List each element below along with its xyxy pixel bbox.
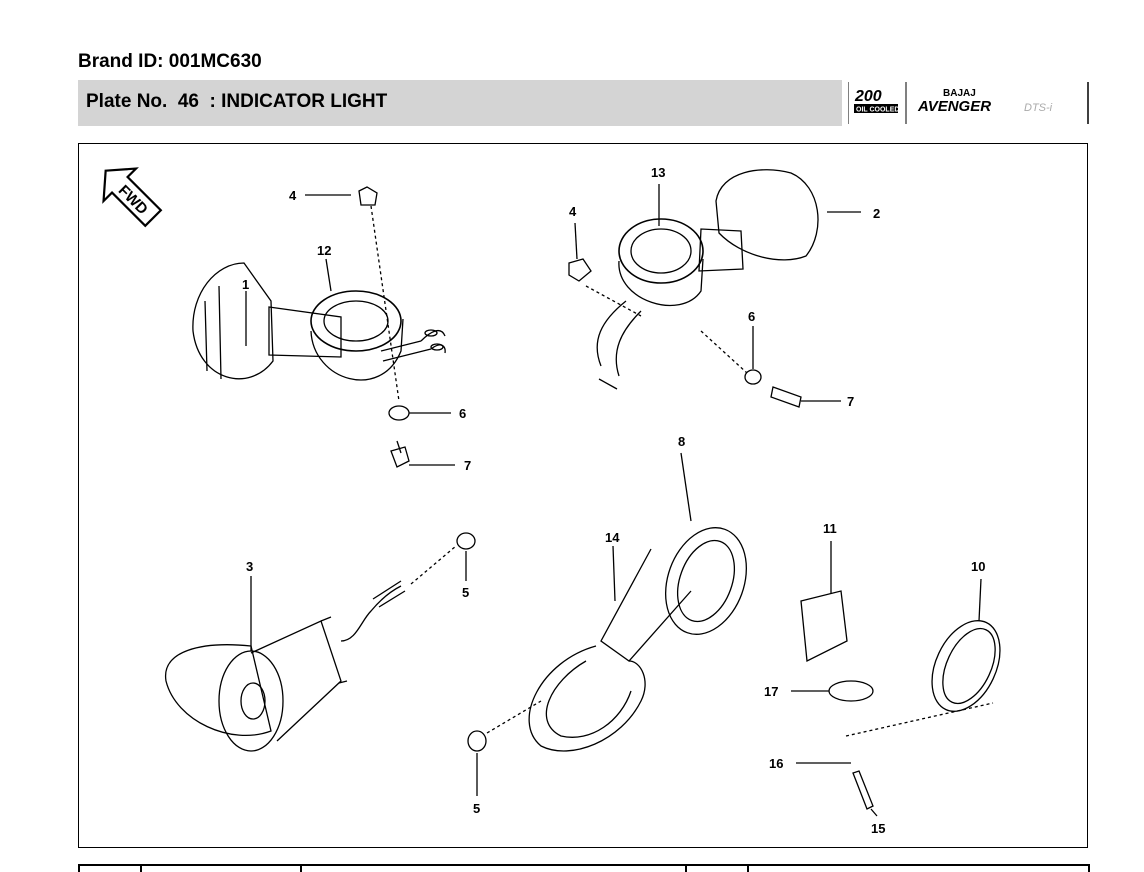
callout-1: 1 xyxy=(242,277,249,292)
callout-14: 14 xyxy=(605,530,620,545)
table-column-divider xyxy=(747,866,749,872)
callout-16: 16 xyxy=(769,756,783,771)
callout-7-left: 7 xyxy=(464,458,471,473)
table-column-divider xyxy=(140,866,142,872)
callout-8: 8 xyxy=(678,434,685,449)
indicator-assembly-front-right xyxy=(596,169,819,390)
plate-title: Plate No. 46 : INDICATOR LIGHT xyxy=(86,91,388,112)
table-column-divider xyxy=(300,866,302,872)
callout-2: 2 xyxy=(873,206,880,221)
brand-id: Brand ID: 001MC630 xyxy=(78,51,262,72)
plate-title-bar: Plate No. 46 : INDICATOR LIGHT xyxy=(78,80,842,126)
maker-name: BAJAJ xyxy=(943,88,976,99)
callout-10: 10 xyxy=(971,559,985,574)
callout-5-lower: 5 xyxy=(473,801,480,816)
variant-name: DTS-i xyxy=(1024,102,1053,114)
indicator-body-rear-right xyxy=(528,527,748,752)
callout-4-left: 4 xyxy=(289,188,297,203)
indicator-assembly-rear-left xyxy=(165,580,406,752)
indicator-assembly-front-left xyxy=(192,262,446,381)
callout-7-right: 7 xyxy=(847,394,854,409)
table-column-divider xyxy=(685,866,687,872)
parts-table-header xyxy=(78,864,1090,872)
callout-11: 11 xyxy=(823,521,837,536)
callout-5-upper: 5 xyxy=(462,585,469,600)
brand-logo: 200 OIL COOLED BAJAJ AVENGER DTS-i xyxy=(847,80,1090,126)
callout-13: 13 xyxy=(651,165,665,180)
callout-15: 15 xyxy=(871,821,885,836)
callout-17: 17 xyxy=(764,684,778,699)
fwd-arrow-icon: FWD xyxy=(102,167,163,228)
model-name: AVENGER xyxy=(917,98,991,115)
callout-6-right: 6 xyxy=(748,309,755,324)
callout-6-left: 6 xyxy=(459,406,466,421)
badge-number: 200 xyxy=(854,88,882,105)
badge-sub: OIL COOLED xyxy=(856,107,899,114)
callout-3: 3 xyxy=(246,559,253,574)
exploded-diagram: FWD xyxy=(78,143,1088,848)
lens-rear xyxy=(931,620,1001,712)
callout-12: 12 xyxy=(317,243,331,258)
callout-4-right: 4 xyxy=(569,204,577,219)
